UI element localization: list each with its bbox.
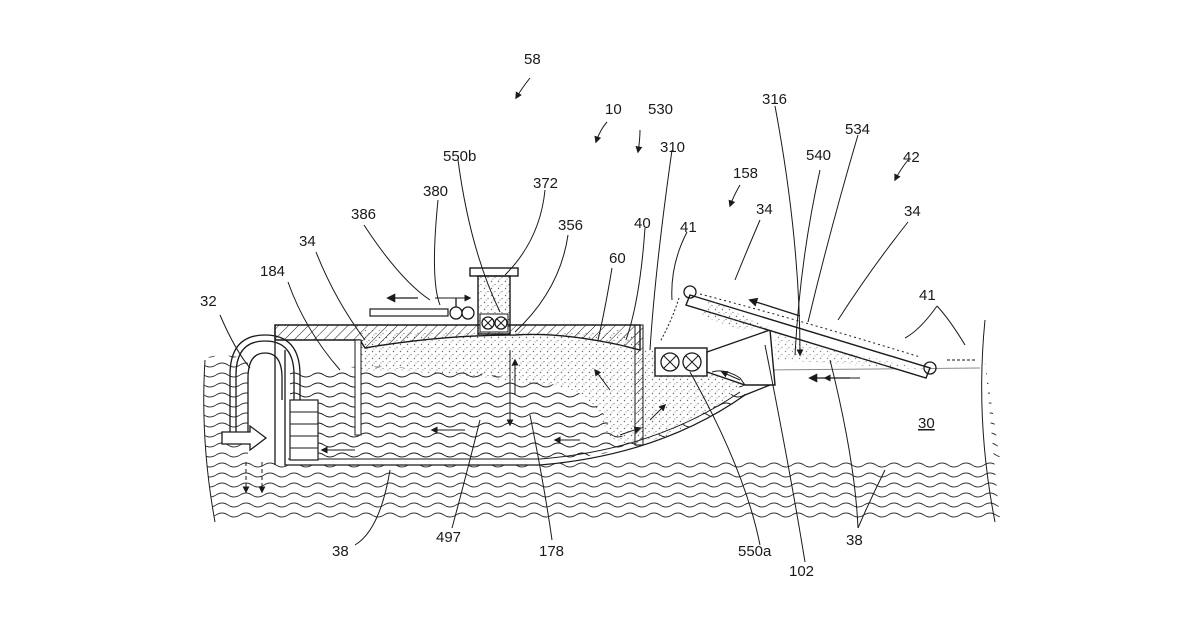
label-40: 40 (634, 215, 651, 232)
label-58: 58 (524, 51, 541, 68)
label-184: 184 (260, 263, 285, 280)
label-530: 530 (648, 101, 673, 118)
label-38-right: 38 (846, 532, 863, 549)
label-41-center: 41 (680, 219, 697, 236)
label-550b: 550b (443, 148, 476, 165)
label-316: 316 (762, 91, 787, 108)
pump-tube (470, 268, 518, 334)
label-386: 386 (351, 206, 376, 223)
label-356: 356 (558, 217, 583, 234)
label-32: 32 (200, 293, 217, 310)
label-41-right: 41 (919, 287, 936, 304)
outlet-pipe (370, 298, 474, 319)
label-38-left: 38 (332, 543, 349, 560)
label-550a: 550a (738, 543, 772, 560)
label-30: 30 (918, 415, 935, 432)
label-34-right: 34 (904, 203, 921, 220)
label-10: 10 (605, 101, 622, 118)
label-380: 380 (423, 183, 448, 200)
label-60: 60 (609, 250, 626, 267)
label-102: 102 (789, 563, 814, 580)
label-34-left: 34 (299, 233, 316, 250)
label-34-conveyor: 34 (756, 201, 773, 218)
label-158: 158 (733, 165, 758, 182)
label-310: 310 (660, 139, 685, 156)
label-372: 372 (533, 175, 558, 192)
label-540: 540 (806, 147, 831, 164)
label-534: 534 (845, 121, 870, 138)
label-497: 497 (436, 529, 461, 546)
label-42: 42 (903, 149, 920, 166)
label-178: 178 (539, 543, 564, 560)
